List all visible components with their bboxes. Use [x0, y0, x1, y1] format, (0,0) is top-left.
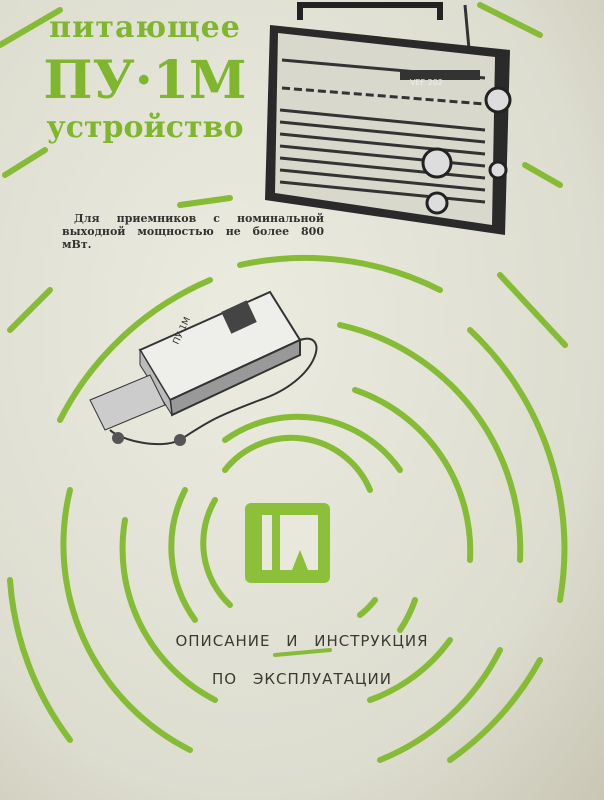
- model-title: ПУ·1М: [43, 50, 247, 111]
- wave-arc: [477, 2, 543, 38]
- wave-arc: [352, 387, 474, 563]
- radio-illustration: VEF 202: [265, 2, 512, 235]
- wave-arc: [7, 577, 73, 743]
- wave-arc: [0, 7, 63, 48]
- wave-arc: [168, 487, 198, 623]
- title-bottom: устройство: [46, 110, 244, 145]
- power-supply-illustration: ПУ-1М: [89, 290, 318, 446]
- wave-arc: [222, 434, 373, 493]
- wave-arc: [522, 162, 563, 188]
- wave-arc: [367, 637, 453, 703]
- wave-arc: [200, 497, 233, 608]
- wave-arc: [397, 597, 418, 633]
- wave-arc: [497, 272, 568, 348]
- wave-arc: [57, 277, 213, 423]
- wave-arc: [2, 147, 48, 178]
- caption-line-2: ПО ЭКСПЛУАТАЦИИ: [212, 670, 392, 688]
- factory-logo: [245, 503, 330, 583]
- caption-line-1: ОПИСАНИЕ И ИНСТРУКЦИЯ: [175, 632, 429, 650]
- wave-arc: [447, 657, 543, 763]
- description-text: Для приемников с номинальной выходной мо…: [62, 212, 324, 251]
- wave-arc: [377, 647, 503, 763]
- wave-arc: [60, 487, 193, 753]
- wave-arc: [177, 195, 233, 208]
- wave-arc: [357, 597, 378, 618]
- wave-arc: [7, 287, 53, 333]
- wave-arc: [273, 648, 332, 657]
- wave-arc: [467, 327, 568, 603]
- svg-text:VEF 202: VEF 202: [410, 78, 443, 87]
- wave-arc: [337, 322, 524, 563]
- wave-arc: [222, 413, 403, 473]
- wave-arc: [237, 254, 443, 293]
- title-top: питающее: [49, 10, 241, 45]
- wave-arc: [119, 517, 218, 703]
